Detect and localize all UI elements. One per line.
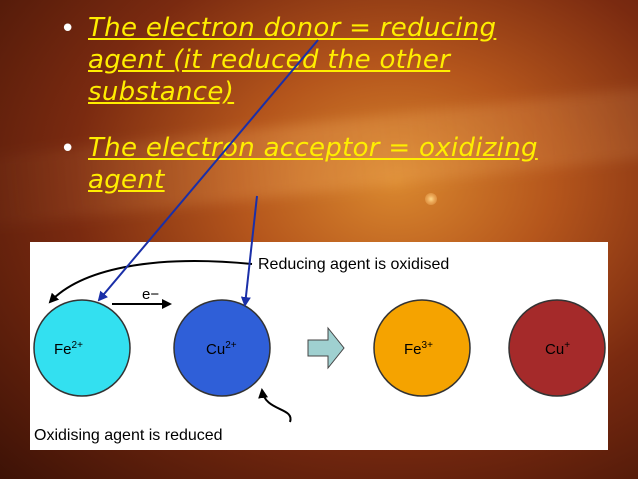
bullet-text-donor: The electron donor = reducing agent (it … <box>88 13 497 107</box>
top-caption: Reducing agent is oxidised <box>258 256 449 273</box>
bullet-text-acceptor: The electron acceptor = oxidizing agent <box>88 133 538 195</box>
ion-cu1-circle <box>508 299 606 397</box>
bullet-dot: • <box>60 14 76 44</box>
ion-fe2-charge: 2+ <box>72 340 84 351</box>
redox-diagram: e− Reducing agent is oxidised Oxidising … <box>30 242 608 450</box>
ion-fe2-base: Fe <box>54 341 72 358</box>
ion-cu2-label: Cu2+ <box>206 340 237 358</box>
ion-cu1-charge: + <box>564 340 570 351</box>
bullet-item-donor: • The electron donor = reducing agent (i… <box>60 12 580 108</box>
ion-fe2-circle <box>33 299 131 397</box>
ion-fe3-label: Fe3+ <box>404 340 433 358</box>
ion-fe3-charge: 3+ <box>422 340 434 351</box>
ion-fe3-base: Fe <box>404 341 422 358</box>
bullet-item-acceptor: • The electron acceptor = oxidizing agen… <box>60 132 580 196</box>
reaction-arrow <box>307 326 345 370</box>
electron-label: e− <box>142 286 159 303</box>
redox-diagram-svg: e− Reducing agent is oxidised Oxidising … <box>33 256 606 444</box>
bullet-dot: • <box>60 134 76 164</box>
ion-cu2-charge: 2+ <box>225 340 237 351</box>
reduced-curve-arrow <box>258 388 292 423</box>
bullet-list: • The electron donor = reducing agent (i… <box>60 12 580 220</box>
ion-cu2-base: Cu <box>206 341 225 358</box>
ion-fe2-label: Fe2+ <box>54 340 83 358</box>
bottom-caption: Oxidising agent is reduced <box>34 427 223 444</box>
background-glow-spot <box>425 193 437 205</box>
ion-cu1-label: Cu+ <box>545 340 570 358</box>
ion-fe3-circle <box>373 299 471 397</box>
ion-cu1-base: Cu <box>545 341 564 358</box>
